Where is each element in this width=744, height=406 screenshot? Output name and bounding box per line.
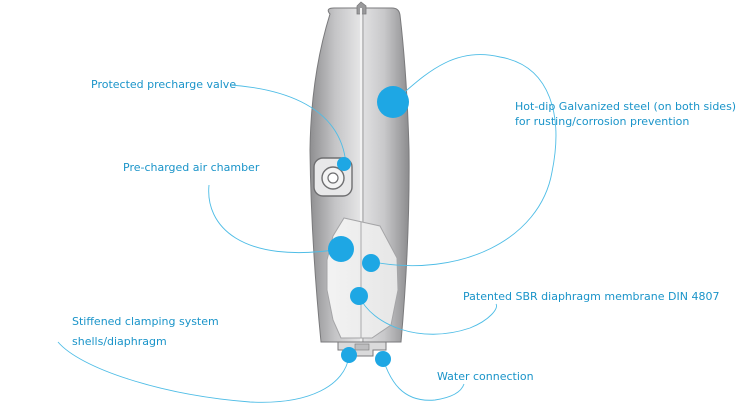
label-precharge-valve: Protected precharge valve [91, 78, 237, 91]
leader-diaphragm [358, 295, 498, 335]
leader-clamping [57, 341, 350, 403]
label-clamping-line1: Stiffened clamping system [72, 315, 219, 328]
label-water-connection: Water connection [437, 370, 534, 383]
label-clamping: Stiffened clamping system shells/diaphra… [72, 312, 219, 352]
leader-galvanized-steel [372, 54, 557, 266]
callout-dot-clamping [341, 347, 357, 363]
label-galvanized-steel-line1: Hot-dip Galvanized steel (on both sides) [515, 100, 737, 113]
label-air-chamber: Pre-charged air chamber [123, 161, 260, 174]
callout-dot-galvanized-steel [377, 86, 409, 118]
leader-water-connection [382, 358, 465, 401]
label-galvanized-steel-line2: for rusting/corrosion prevention [515, 115, 690, 128]
precharge-valve-core [327, 172, 339, 184]
callout-dot-air-chamber [328, 236, 354, 262]
label-clamping-line2: shells/diaphragm [72, 335, 167, 348]
callout-dot-precharge-valve [337, 157, 351, 171]
callout-dot-shell [362, 254, 380, 272]
leader-air-chamber [208, 184, 342, 254]
label-diaphragm: Patented SBR diaphragm membrane DIN 4807 [463, 290, 720, 303]
label-galvanized-steel: Hot-dip Galvanized steel (on both sides)… [515, 99, 736, 129]
callout-dot-diaphragm [350, 287, 368, 305]
callout-dot-water-connection [375, 351, 391, 367]
leader-precharge-valve [230, 84, 347, 165]
